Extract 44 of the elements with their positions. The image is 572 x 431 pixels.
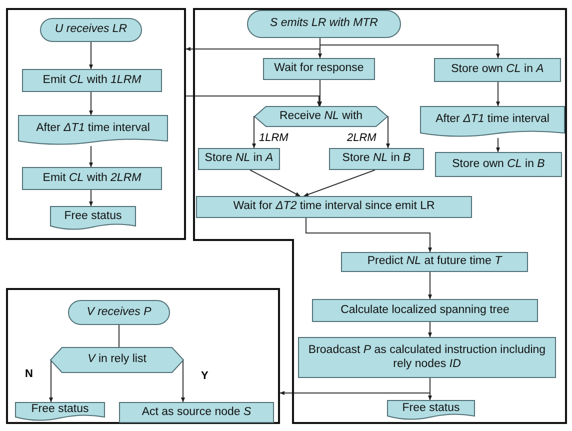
arrow: [428, 322, 432, 338]
decision-hexagon: V in rely list: [50, 347, 184, 373]
document-box: Free status: [15, 402, 105, 422]
process-box: Store own CL in A: [434, 58, 561, 82]
arrow: [89, 42, 93, 70]
arrow: [304, 170, 376, 196]
arrow: [181, 360, 185, 402]
arrow: [250, 170, 300, 196]
process-box: Store NL in B: [329, 148, 424, 170]
arrow: [89, 146, 93, 168]
process-box: Predict NL at future time T: [341, 252, 528, 272]
arrow: [496, 138, 500, 152]
terminal-pill: V receives P: [68, 300, 170, 325]
document-box: Free status: [387, 400, 475, 421]
arrow: [318, 80, 322, 106]
decision-hexagon: Receive NL with: [254, 106, 388, 127]
arrow: [49, 360, 53, 402]
process-box: Store NL in A: [198, 148, 280, 170]
process-box: Wait for response: [263, 58, 375, 80]
process-box: Broadcast P as calculated instruction including rely nodes ID: [298, 337, 556, 378]
process-box: Emit CL with 2LRM: [22, 167, 162, 190]
terminal-pill: S emits LR with MTR: [247, 10, 401, 38]
arrow: [186, 38, 320, 51]
arrow: [89, 92, 93, 116]
document-box: Free status: [50, 206, 136, 231]
process-box: Act as source node S: [119, 402, 274, 423]
panel-frame: [6, 288, 280, 424]
process-box: Store own CL in B: [435, 152, 562, 177]
connector-line: [118, 324, 120, 348]
arrow: [252, 116, 256, 148]
document-box: After ΔT1 time interval: [18, 115, 168, 146]
arrow: [428, 272, 432, 300]
arrow: [306, 218, 432, 252]
process-box: Calculate localized spanning tree: [312, 299, 538, 322]
document-box: After ΔT1 time interval: [420, 106, 565, 138]
process-box: Emit CL with 1LRM: [22, 69, 162, 92]
arrow: [89, 190, 93, 206]
arrow: [186, 96, 321, 106]
panel-frame: [6, 8, 186, 240]
arrow: [280, 378, 430, 395]
terminal-pill: U receives LR: [40, 18, 142, 42]
process-box: Wait for ΔT2 time interval since emit LR: [196, 196, 472, 218]
arrow: [386, 116, 390, 148]
arrow: [496, 82, 500, 106]
